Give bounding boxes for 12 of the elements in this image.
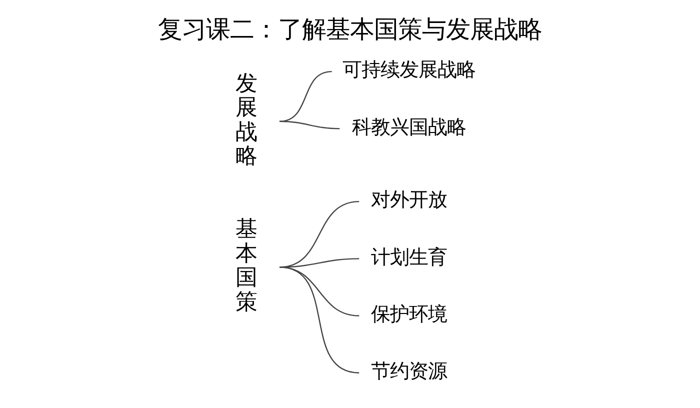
connector bbox=[280, 120, 340, 130]
node-text: 计划生育 bbox=[370, 245, 447, 268]
node-text: 发展战略 bbox=[236, 71, 258, 170]
node-text: 节约资源 bbox=[370, 359, 447, 382]
node-text: 对外开放 bbox=[370, 188, 447, 212]
node-text: 可持续发展战略 bbox=[342, 58, 476, 82]
connector bbox=[279, 266, 360, 374]
node-text: 基本国策 bbox=[236, 217, 258, 315]
node-text: 保护环境 bbox=[370, 302, 447, 326]
node-text: 科教兴国战略 bbox=[352, 115, 466, 138]
connector bbox=[279, 70, 332, 122]
diagram-title: 复习课二：了解基本国策与发展战略 bbox=[158, 14, 542, 44]
